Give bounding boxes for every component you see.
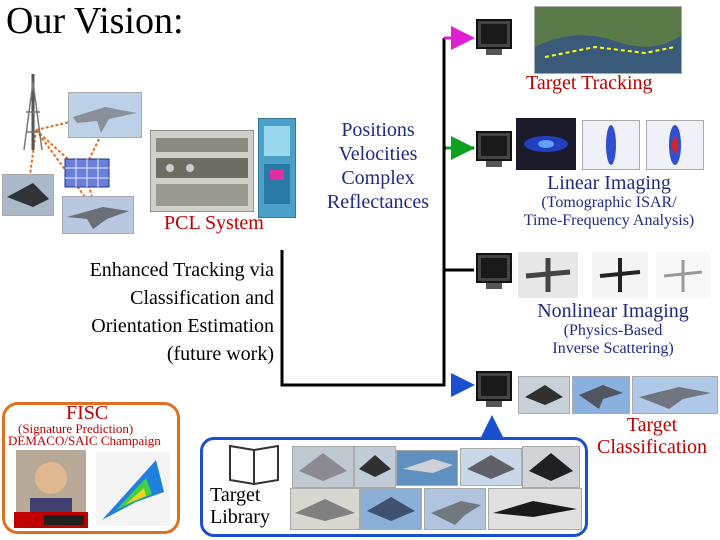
antenna-tower-icon: [23, 74, 43, 151]
fisc-sub2: DEMACO/SAIC Champaign: [8, 433, 161, 448]
enhanced-line3: Orientation Estimation: [91, 315, 274, 337]
isar-image-3: [646, 120, 704, 170]
isar-image-1: [516, 118, 576, 170]
aircraft-f16-icon: [62, 196, 134, 234]
enhanced-line4: (future work): [166, 343, 274, 365]
library-aircraft-3: [396, 450, 458, 486]
trunk-line: [280, 38, 446, 387]
library-aircraft-7: [360, 488, 422, 530]
output-complex: Complex: [341, 167, 415, 189]
library-aircraft-8: [424, 488, 486, 530]
library-aircraft-9: [488, 488, 582, 530]
enhanced-tracking-note: Enhanced Tracking via Classification and…: [30, 256, 274, 368]
fisc-label: FISC: [66, 402, 109, 424]
library-line2: Library: [210, 506, 270, 528]
linear-imaging-sub1: (Tomographic ISAR/: [541, 194, 677, 211]
book-icon: [229, 444, 279, 486]
linear-imaging-label: Linear Imaging: [547, 172, 671, 194]
target-library-label: Target Library: [210, 484, 270, 528]
monitor-icon-tracking: [476, 19, 512, 55]
output-velocities: Velocities: [338, 143, 418, 165]
class-aircraft-2: [572, 376, 630, 414]
monitor-icon-nonlinear: [476, 253, 512, 289]
nonlinear-image-3: [656, 252, 710, 298]
enhanced-line1: Enhanced Tracking via: [89, 259, 274, 281]
classification-line2: Classification: [597, 436, 707, 458]
library-aircraft-4: [460, 448, 522, 486]
nonlinear-image-2: [592, 252, 648, 298]
library-aircraft-1: [292, 446, 354, 488]
aircraft-stealth-icon: [2, 174, 54, 216]
pcl-equipment-rack-icon: [150, 130, 254, 212]
server-tower-icon: [258, 118, 296, 218]
target-library-box: [200, 437, 588, 537]
monitor-icon-linear: [476, 131, 512, 167]
output-positions: Positions: [341, 119, 415, 141]
nonlinear-imaging-label: Nonlinear Imaging: [537, 300, 689, 322]
pcl-outputs-list: Positions Velocities Complex Reflectance…: [310, 118, 446, 214]
fisc-sub1: (Signature Prediction): [18, 421, 134, 436]
nonlinear-imaging-sub2: Inverse Scattering): [552, 339, 674, 357]
class-aircraft-3: [632, 376, 718, 414]
library-aircraft-6: [290, 488, 360, 530]
class-aircraft-1: [518, 376, 570, 414]
fisc-box: [2, 402, 180, 534]
sensor-array-icon: [64, 158, 110, 188]
aircraft-simulation-image: [96, 452, 170, 526]
tracking-map-image: [534, 6, 682, 74]
linear-imaging-block: Linear Imaging (Tomographic ISAR/ Time-F…: [500, 172, 718, 229]
nonlinear-imaging-sub1: (Physics-Based: [563, 322, 663, 339]
enhanced-line2: Classification and: [130, 287, 274, 309]
isar-image-2: [582, 120, 640, 170]
nonlinear-imaging-block: Nonlinear Imaging (Physics-Based Inverse…: [510, 300, 716, 357]
target-classification-label: Target Classification: [586, 414, 718, 458]
nonlinear-image-1: [518, 252, 578, 298]
slide-title: Our Vision:: [6, 0, 184, 42]
aircraft-f22-icon: [68, 92, 142, 138]
library-aircraft-5: [522, 446, 580, 488]
library-line1: Target: [210, 484, 261, 506]
monitor-icon-classification: [476, 371, 512, 407]
ccem-logo-icon: [14, 512, 88, 528]
linear-imaging-sub2: Time-Frequency Analysis): [523, 211, 695, 229]
classification-line1: Target: [626, 414, 678, 436]
library-aircraft-2: [354, 446, 396, 488]
pcl-system-label: PCL System: [164, 212, 264, 234]
output-reflectances: Reflectances: [326, 191, 430, 213]
target-tracking-label: Target Tracking: [526, 72, 653, 94]
